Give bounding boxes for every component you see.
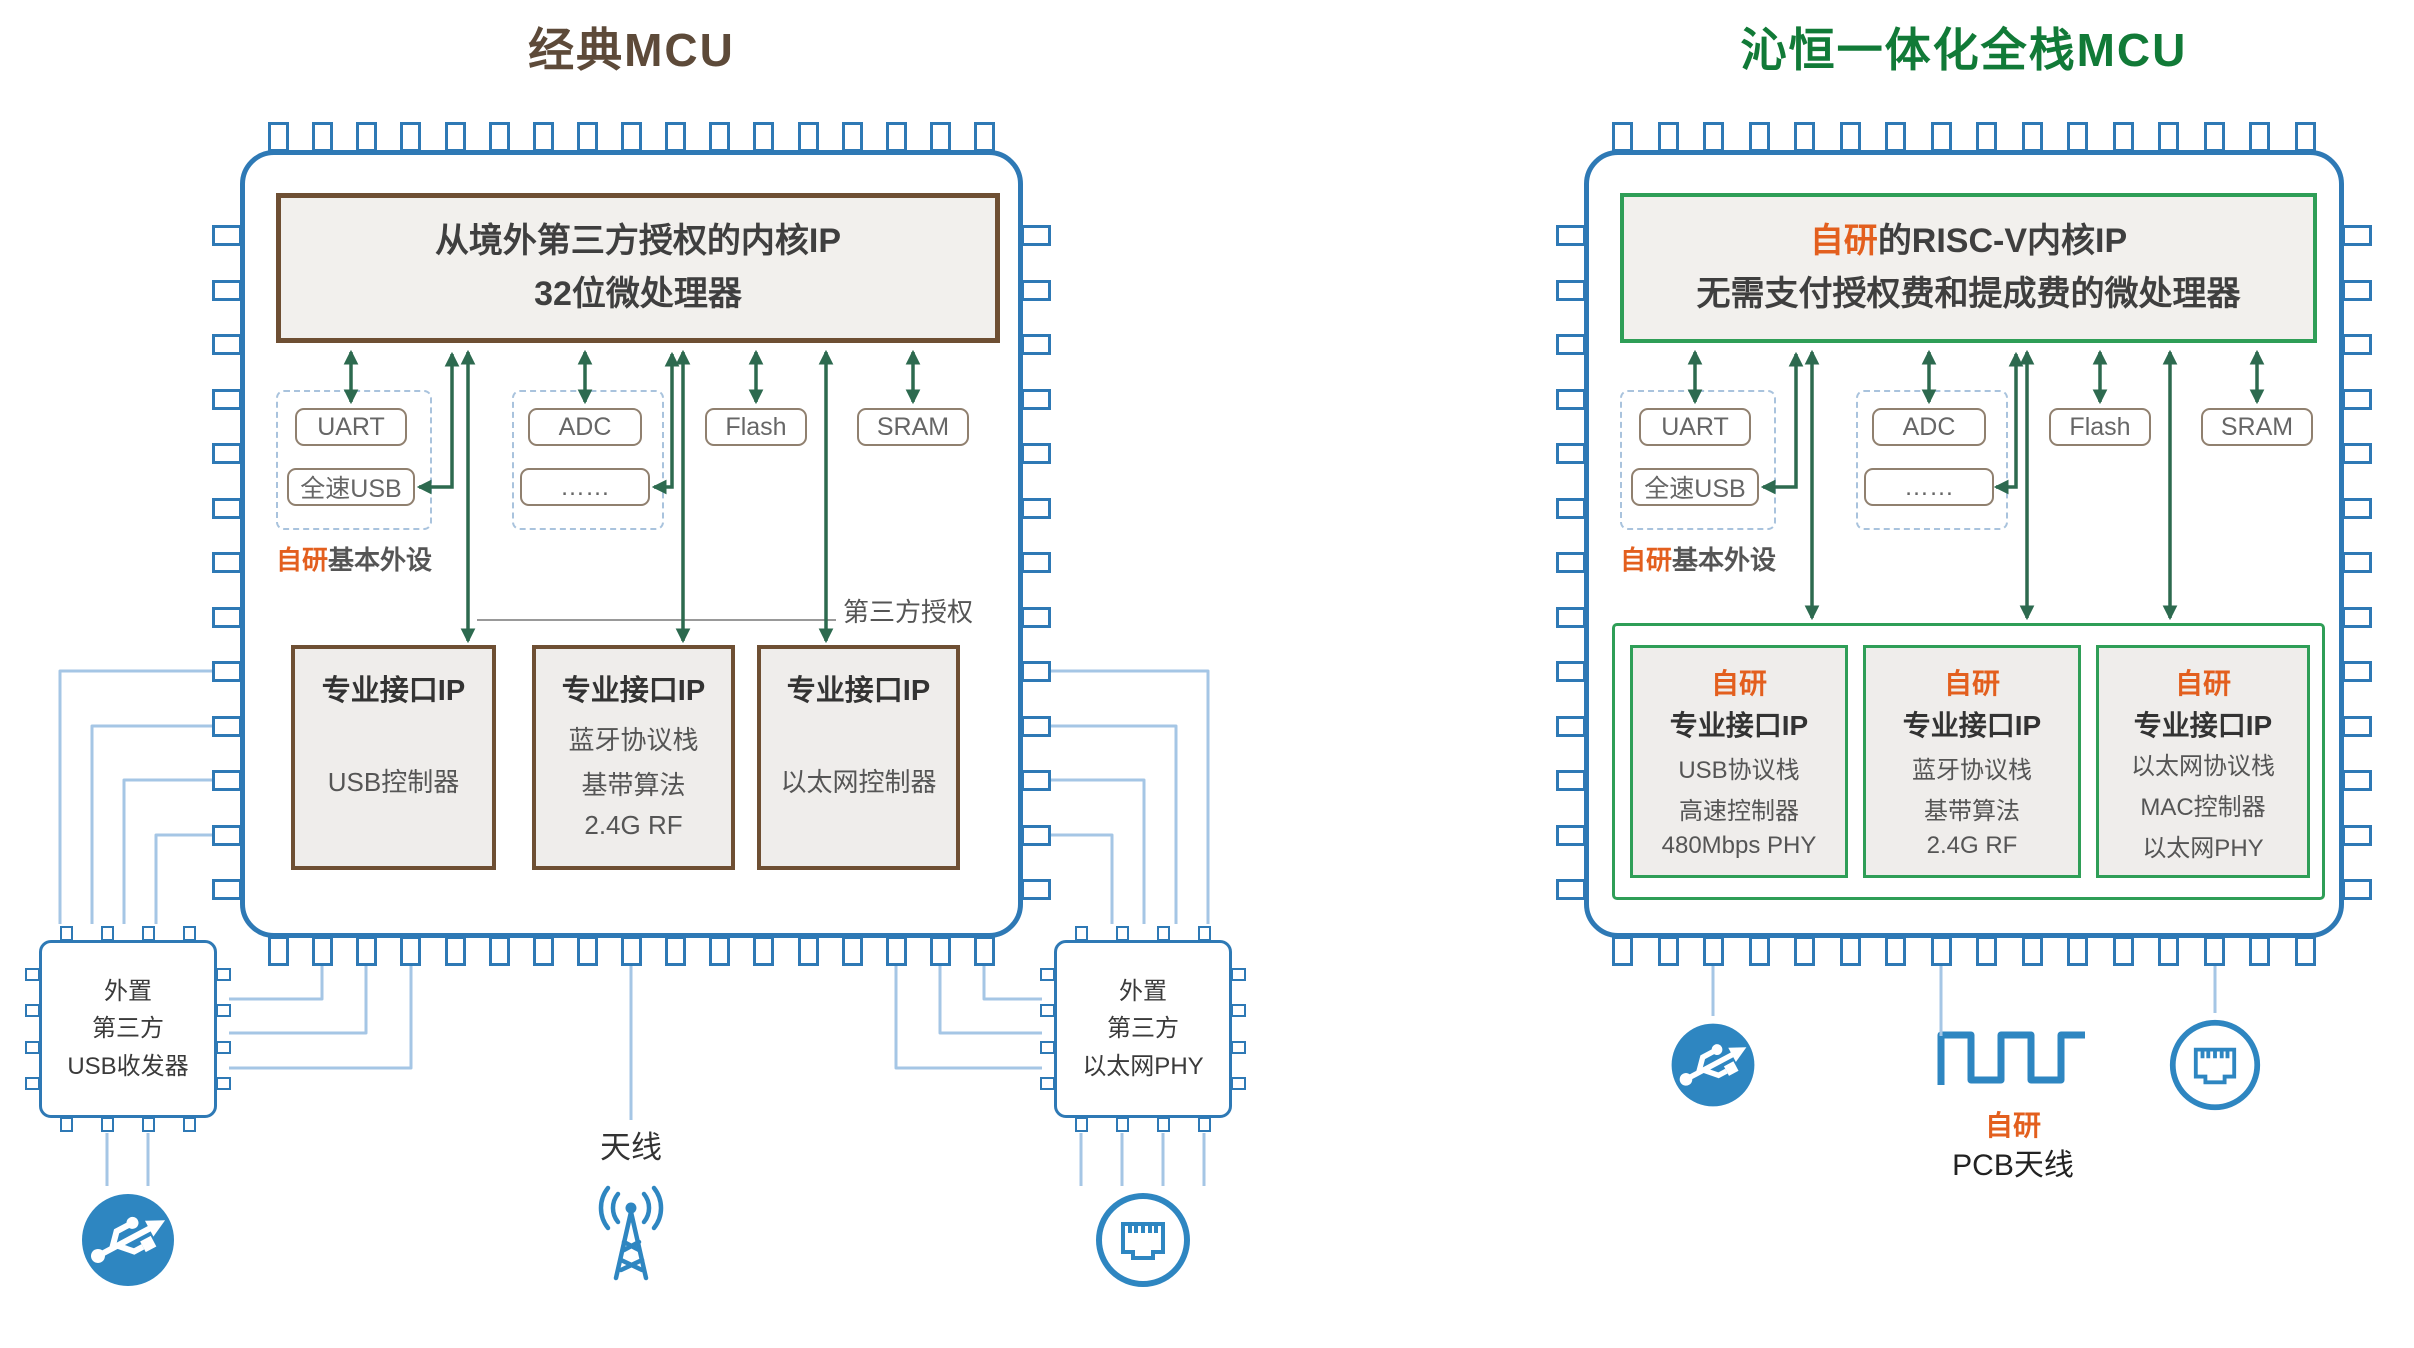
ext-usb-pins-bottom: [60, 1117, 196, 1132]
right-ip-eth-line1: 以太网协议栈: [2131, 753, 2275, 780]
left-chip-pins-bottom: [268, 936, 995, 966]
ext-phy-pins-bottom: [1075, 1117, 1211, 1132]
right-ip-bt-title: 专业接口IP: [1902, 710, 2042, 741]
left-ip-box-ethernet: 专业接口IP 以太网控制器: [757, 645, 960, 870]
right-chip-pins-right: [2342, 225, 2372, 900]
ext-phy-pins-right: [1231, 968, 1246, 1090]
left-core-line2: 32位微处理器: [534, 275, 742, 313]
left-chip-pins-right: [1021, 225, 1051, 900]
right-chip-pins-left: [1556, 225, 1586, 900]
right-dots-box: ……: [1864, 468, 1994, 506]
right-core-self-dev: 自研: [1809, 222, 1878, 261]
right-base-peripherals-text: 基本外设: [1672, 545, 1777, 575]
left-ip-box-bt-title: 专业接口IP: [561, 675, 706, 707]
right-ip-box-ethernet: 自研 专业接口IP 以太网协议栈 MAC控制器 以太网PHY: [2096, 645, 2310, 878]
right-ip-usb-title: 专业接口IP: [1669, 710, 1809, 741]
external-ethernet-phy-chip: 外置 第三方 以太网PHY: [1054, 940, 1232, 1118]
right-ip-usb-self-dev: 自研: [1710, 668, 1767, 699]
left-third-party-label: 第三方授权: [843, 597, 974, 627]
right-ip-bt-self-dev: 自研: [1943, 668, 2000, 699]
left-sram-box: SRAM: [857, 408, 969, 446]
right-fullspeed-usb-box: 全速USB: [1631, 468, 1759, 506]
left-ip-box-usb-title: 专业接口IP: [321, 675, 466, 707]
right-ip-bt-line1: 蓝牙协议栈: [1912, 756, 2032, 784]
right-uart-box: UART: [1639, 408, 1751, 446]
ext-phy-line2: 第三方: [1107, 1015, 1179, 1043]
right-core-ip-box: 自研的RISC-V内核IP 无需支付授权费和提成费的微处理器: [1620, 193, 2317, 343]
right-self-dev-highlight: 自研: [1620, 545, 1673, 575]
left-adc-box: ADC: [528, 408, 642, 446]
usb-icon: [78, 1190, 178, 1290]
right-core-line2: 无需支付授权费和提成费的微处理器: [1696, 275, 2241, 313]
left-ip-box-bt-line1: 蓝牙协议栈: [568, 725, 699, 755]
ext-usb-pins-right: [216, 968, 231, 1090]
left-ip-box-bt-line2: 基带算法: [581, 770, 686, 800]
usb-icon: [1668, 1020, 1758, 1110]
pcb-antenna-label: PCB天线: [1952, 1149, 2074, 1182]
pcb-antenna-self-dev-label: 自研: [1984, 1110, 2041, 1141]
right-base-peripherals-label: 自研基本外设: [1620, 540, 1776, 577]
right-ip-box-bluetooth: 自研 专业接口IP 蓝牙协议栈 基带算法 2.4G RF: [1863, 645, 2081, 878]
ext-phy-line1: 外置: [1119, 978, 1167, 1006]
right-adc-box: ADC: [1872, 408, 1986, 446]
ext-usb-line1: 外置: [104, 978, 152, 1006]
left-base-peripherals-text: 基本外设: [328, 545, 433, 575]
right-ip-eth-self-dev: 自研: [2174, 668, 2231, 699]
pcb-antenna-icon: [1933, 1005, 2093, 1095]
right-ip-box-usb: 自研 专业接口IP USB协议栈 高速控制器 480Mbps PHY: [1630, 645, 1848, 878]
right-ip-eth-line2: MAC控制器: [2140, 794, 2266, 821]
right-ip-bt-line3: 2.4G RF: [1926, 831, 2018, 859]
right-chip-pins-bottom: [1612, 936, 2316, 966]
ext-usb-line3: USB收发器: [67, 1052, 189, 1080]
left-ip-box-eth-title: 专业接口IP: [786, 675, 931, 707]
right-ip-usb-line3: 480Mbps PHY: [1661, 831, 1817, 859]
ext-usb-pins-left: [25, 968, 40, 1090]
right-ip-bt-line2: 基带算法: [1924, 797, 2020, 825]
left-ip-box-eth-line: 以太网控制器: [780, 767, 937, 797]
ext-phy-pins-top: [1075, 926, 1211, 941]
left-chip-pins-left: [212, 225, 242, 900]
left-core-line1: 从境外第三方授权的内核IP: [434, 222, 842, 261]
right-ip-eth-title: 专业接口IP: [2133, 710, 2273, 741]
external-usb-transceiver-chip: 外置 第三方 USB收发器: [39, 940, 217, 1118]
right-flash-box: Flash: [2049, 408, 2151, 446]
left-ip-box-usb: 专业接口IP USB控制器: [291, 645, 496, 870]
left-ip-box-bluetooth: 专业接口IP 蓝牙协议栈 基带算法 2.4G RF: [532, 645, 735, 870]
left-self-dev-highlight: 自研: [276, 545, 329, 575]
right-ip-usb-line2: 高速控制器: [1679, 797, 1799, 825]
left-uart-box: UART: [295, 408, 407, 446]
right-ip-group-container: [1612, 623, 2325, 900]
ethernet-jack-icon: [1093, 1190, 1193, 1290]
ext-usb-line2: 第三方: [92, 1015, 164, 1043]
right-chip-pins-top: [1612, 122, 2316, 152]
left-core-ip-box: 从境外第三方授权的内核IP 32位微处理器: [276, 193, 1000, 343]
right-ip-eth-line3: 以太网PHY: [2142, 835, 2264, 862]
left-ip-box-usb-line: USB控制器: [327, 767, 460, 797]
antenna-tower-icon: [576, 1180, 686, 1290]
left-diagram-title: 经典MCU: [528, 24, 735, 76]
left-dots-box: ……: [520, 468, 650, 506]
right-sram-box: SRAM: [2201, 408, 2313, 446]
ext-usb-pins-top: [60, 926, 196, 941]
left-chip-pins-top: [268, 122, 995, 152]
right-diagram-title: 沁恒一体化全栈MCU: [1740, 24, 2188, 76]
right-core-line1: 自研的RISC-V内核IP: [1810, 215, 2127, 268]
left-base-peripherals-label: 自研基本外设: [276, 540, 432, 577]
antenna-label: 天线: [600, 1130, 662, 1165]
ethernet-jack-icon: [2167, 1017, 2263, 1113]
left-ip-box-bt-line3: 2.4G RF: [584, 810, 683, 840]
ext-phy-line3: 以太网PHY: [1082, 1052, 1204, 1080]
right-core-line1-rest: 的RISC-V内核IP: [1877, 222, 2128, 261]
left-flash-box: Flash: [705, 408, 807, 446]
left-fullspeed-usb-box: 全速USB: [287, 468, 415, 506]
ext-phy-pins-left: [1040, 968, 1055, 1090]
right-ip-usb-line1: USB协议栈: [1678, 756, 1800, 784]
